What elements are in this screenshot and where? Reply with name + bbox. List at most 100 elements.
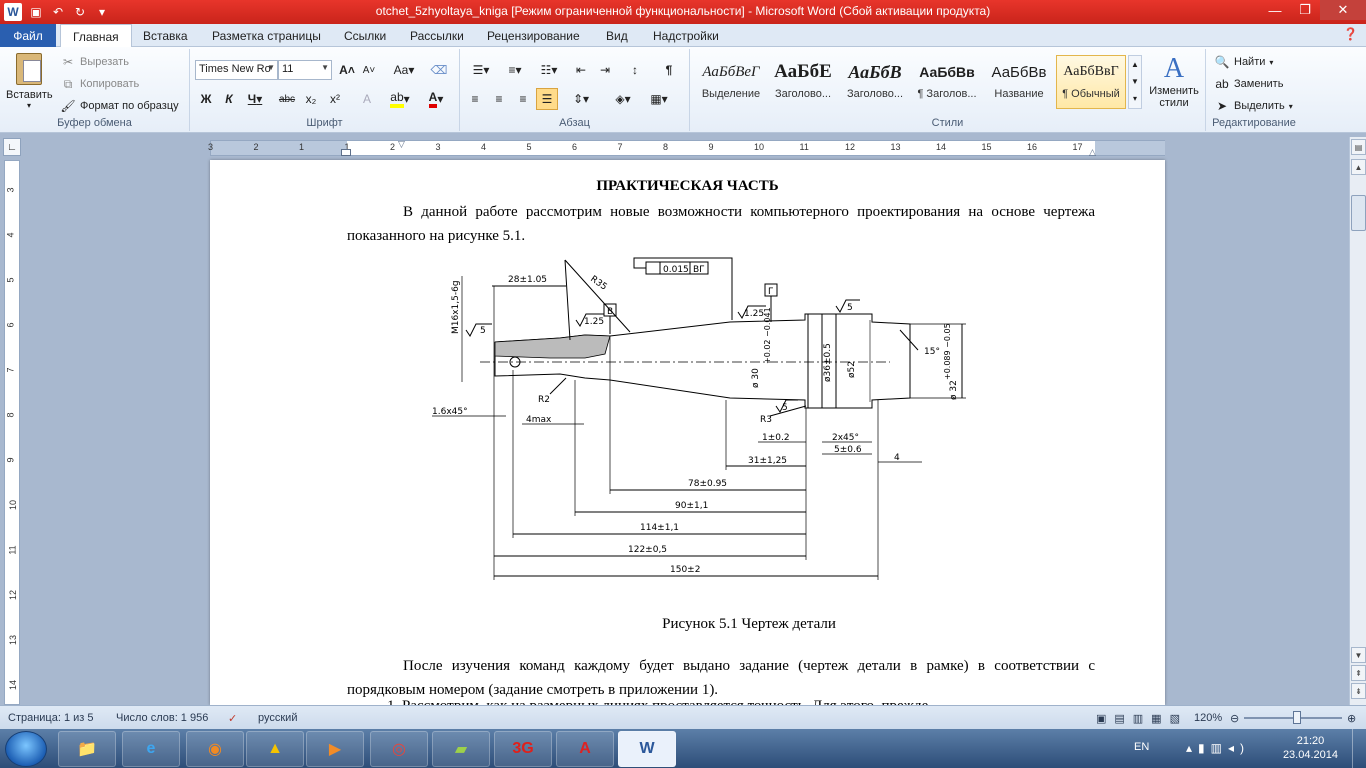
style-heading3[interactable]: АаБбВв ¶ Заголов... — [912, 55, 982, 109]
start-button[interactable] — [5, 731, 47, 767]
bold-button[interactable]: Ж — [195, 88, 217, 110]
3g-modem-icon[interactable]: 3G — [494, 731, 552, 767]
ruler-toggle-icon[interactable]: ▤ — [1351, 139, 1366, 155]
tab-view[interactable]: Вид — [606, 28, 628, 43]
tab-addins[interactable]: Надстройки — [653, 28, 719, 43]
align-right-button[interactable]: ≡ — [512, 88, 534, 110]
tab-file[interactable]: Файл — [0, 24, 56, 47]
change-case-button[interactable]: Aa▾ — [393, 63, 415, 77]
align-center-button[interactable]: ≡ — [488, 88, 510, 110]
tab-page-layout[interactable]: Разметка страницы — [212, 28, 321, 43]
italic-button[interactable]: К — [218, 88, 240, 110]
styles-scroll[interactable]: ▲▼▾ — [1128, 55, 1142, 109]
save-icon[interactable]: ▣ — [30, 5, 42, 19]
show-formatting-button[interactable]: ¶ — [658, 59, 680, 81]
sticky-notes-icon[interactable]: ▰ — [432, 731, 490, 767]
select-button[interactable]: ➤ Выделить▾ — [1214, 96, 1293, 116]
zoom-in-button[interactable]: ⊕ — [1347, 713, 1357, 725]
shrink-font-button[interactable]: A˅ — [362, 64, 376, 76]
zoom-level[interactable]: 120% — [1194, 712, 1223, 724]
shading-button[interactable]: ◈▾ — [615, 92, 631, 106]
paste-button[interactable]: Вставить ▾ — [6, 51, 53, 117]
minimize-button[interactable]: — — [1268, 2, 1282, 18]
chevron-down-icon[interactable]: ▼ — [267, 63, 275, 72]
tab-references[interactable]: Ссылки — [344, 28, 387, 43]
multilevel-list-button[interactable]: ☷▾ — [540, 63, 558, 77]
internet-explorer-icon[interactable]: e — [122, 731, 180, 767]
chrome-icon[interactable]: ◎ — [370, 731, 428, 767]
font-color-button[interactable]: A▾ — [428, 90, 444, 108]
subscript-button[interactable]: x₂ — [300, 88, 322, 110]
tab-mailings[interactable]: Рассылки — [410, 28, 464, 43]
page-count[interactable]: Страница: 1 из 5 — [8, 712, 94, 724]
previous-page-button[interactable]: ⇞ — [1351, 665, 1366, 681]
justify-button[interactable]: ☰ — [536, 88, 558, 110]
tab-review[interactable]: Рецензирование — [487, 28, 580, 43]
zoom-out-button[interactable]: ⊖ — [1230, 713, 1240, 725]
strikethrough-button[interactable]: abc — [276, 88, 298, 110]
font-name-combo[interactable]: Times New Ro▼ — [195, 60, 278, 80]
numbering-button[interactable]: ≡▾ — [508, 63, 522, 77]
scroll-down-button[interactable]: ▼ — [1351, 647, 1366, 663]
archicad-icon[interactable]: ▲ — [246, 731, 304, 767]
highlight-button[interactable]: ab▾ — [390, 90, 410, 108]
media-player-icon[interactable]: ▶ — [306, 731, 364, 767]
undo-icon[interactable]: ↶ — [52, 5, 64, 19]
document-page[interactable]: ПРАКТИЧЕСКАЯ ЧАСТЬ В данной работе рассм… — [210, 160, 1165, 705]
font-size-combo[interactable]: 11▼ — [278, 60, 332, 80]
zoom-slider-thumb[interactable] — [1293, 711, 1301, 724]
next-page-button[interactable]: ⇟ — [1351, 683, 1366, 699]
view-buttons[interactable]: ▣▤▥▦▧ — [1096, 713, 1188, 725]
explorer-icon[interactable]: 📁 — [58, 731, 116, 767]
tray-icons[interactable]: ▴▮▥◂) — [1186, 741, 1250, 755]
keyboard-language[interactable]: EN — [1134, 741, 1150, 753]
language-indicator[interactable]: русский — [258, 712, 298, 724]
autocad-icon[interactable]: A — [556, 731, 614, 767]
decrease-indent-button[interactable]: ⇤ — [570, 59, 592, 81]
word-app-icon[interactable]: W — [4, 3, 22, 21]
proofing-icon[interactable]: ✓ — [228, 713, 238, 725]
increase-indent-button[interactable]: ⇥ — [594, 59, 616, 81]
close-button[interactable]: ✕ — [1320, 0, 1366, 20]
format-painter-button[interactable]: 🖌 Формат по образцу — [60, 96, 178, 116]
help-icon[interactable]: ❓ — [1343, 27, 1358, 41]
scroll-up-button[interactable]: ▲ — [1351, 159, 1366, 175]
text-effects-button[interactable]: A — [356, 88, 378, 110]
tab-selector[interactable]: ∟ — [3, 138, 21, 156]
style-normal[interactable]: АаБбВвГ ¶ Обычный — [1056, 55, 1126, 109]
bullets-button[interactable]: ☰▾ — [472, 63, 490, 77]
style-emphasis[interactable]: АаБбВеГ Выделение — [696, 55, 766, 109]
firefox-icon[interactable]: ◉ — [186, 731, 244, 767]
style-heading1[interactable]: АаБбЕ Заголово... — [768, 55, 838, 109]
change-styles-button[interactable]: A Изменить стили — [1144, 53, 1204, 115]
redo-icon[interactable]: ↻ — [74, 5, 86, 19]
style-heading2[interactable]: АаБбВ Заголово... — [840, 55, 910, 109]
restore-button[interactable]: ❐ — [1299, 2, 1311, 17]
superscript-button[interactable]: x² — [324, 88, 346, 110]
replace-button[interactable]: ab Заменить — [1214, 74, 1283, 94]
tab-insert[interactable]: Вставка — [143, 28, 188, 43]
vertical-scrollbar[interactable]: ▤ ▲ ▼ ⇞ ⇟ — [1349, 137, 1366, 705]
scroll-thumb[interactable] — [1351, 195, 1366, 231]
borders-button[interactable]: ▦▾ — [650, 92, 668, 106]
right-indent-marker[interactable]: △ — [1089, 147, 1096, 157]
cut-button[interactable]: ✂ Вырезать — [60, 52, 129, 72]
first-line-indent-marker[interactable]: ▽ — [398, 139, 405, 149]
sort-button[interactable]: ↕ — [624, 59, 646, 81]
customize-qat-icon[interactable]: ▾ — [98, 5, 106, 19]
word-count[interactable]: Число слов: 1 956 — [116, 712, 209, 724]
find-button[interactable]: 🔍 Найти▾ — [1214, 55, 1274, 69]
underline-button[interactable]: Ч ▾ — [247, 92, 263, 106]
style-title[interactable]: АаБбВв Название — [984, 55, 1054, 109]
show-desktop-button[interactable] — [1352, 729, 1366, 768]
line-spacing-button[interactable]: ⇕▾ — [572, 92, 590, 106]
clock[interactable]: 21:20 23.04.2014 — [1283, 734, 1338, 762]
grow-font-button[interactable]: A˄ — [339, 63, 355, 77]
copy-button[interactable]: ⧉ Копировать — [60, 74, 140, 94]
word-taskbar-icon[interactable]: W — [618, 731, 676, 767]
clear-formatting-button[interactable]: ⌫ — [428, 59, 450, 81]
align-left-button[interactable]: ≡ — [464, 88, 486, 110]
chevron-down-icon[interactable]: ▼ — [321, 63, 329, 72]
